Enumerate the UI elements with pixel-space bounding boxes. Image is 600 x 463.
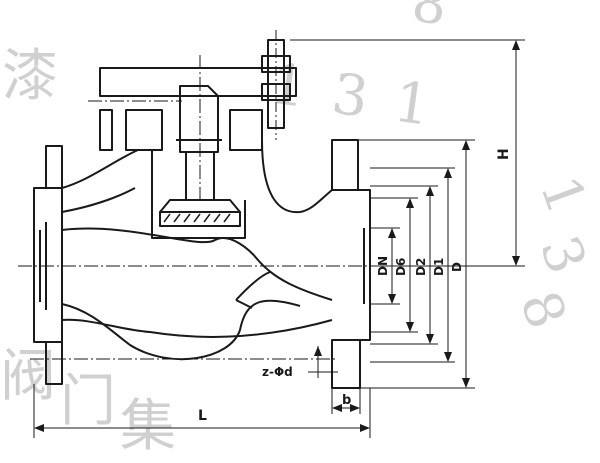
left-flange bbox=[33, 187, 63, 343]
body-cavity bbox=[151, 150, 246, 239]
watermark-digit-3: 3 bbox=[328, 61, 372, 130]
body-upper-left bbox=[61, 149, 153, 200]
flow-passage-lower bbox=[61, 299, 301, 361]
disc-hatching bbox=[163, 213, 231, 223]
label-d1: D1 bbox=[432, 258, 446, 276]
body-upper-left-inner bbox=[61, 187, 136, 213]
seat-rib bbox=[235, 271, 271, 301]
body-lower bbox=[61, 318, 333, 338]
label-dn: DN bbox=[376, 256, 390, 276]
left-flange-bottom bbox=[45, 341, 63, 385]
right-flange-top bbox=[331, 139, 359, 191]
bonnet-nut-mid bbox=[261, 83, 291, 101]
watermark-digit-6: 3 bbox=[528, 228, 599, 282]
bonnet-nut-top bbox=[261, 55, 291, 73]
bonnet-bolt bbox=[267, 39, 285, 129]
watermark-digit-5: 1 bbox=[528, 168, 599, 222]
bonnet-top bbox=[99, 67, 297, 97]
label-d2: D2 bbox=[414, 258, 428, 276]
watermark-digit-2: 1 bbox=[266, 51, 310, 120]
flow-passage-upper bbox=[61, 227, 333, 301]
watermark-char-1: 漆 bbox=[2, 44, 58, 109]
label-b: b bbox=[342, 393, 351, 408]
disc-top bbox=[159, 199, 241, 213]
watermark-digit-7: 8 bbox=[508, 283, 579, 337]
label-d6: D6 bbox=[394, 258, 408, 276]
bonnet-left-block bbox=[125, 109, 163, 151]
watermark-digit-1: 8 bbox=[408, 0, 451, 38]
watermark-digit-4: 1 bbox=[390, 69, 434, 138]
label-d: D bbox=[450, 262, 464, 272]
right-flange-bottom bbox=[331, 339, 361, 389]
body-upper-right bbox=[261, 139, 333, 214]
watermark-char-3: 门 bbox=[60, 369, 116, 434]
label-l: L bbox=[198, 408, 207, 424]
arrowheads bbox=[34, 40, 520, 432]
left-flange-top bbox=[45, 145, 63, 189]
right-flange bbox=[358, 189, 371, 341]
valve-body bbox=[33, 30, 371, 389]
bonnet-right-block bbox=[229, 109, 263, 151]
label-bolt-holes: z-Φd bbox=[262, 365, 293, 379]
seat-rib-end bbox=[235, 299, 253, 309]
watermark-char-4: 集 bbox=[120, 394, 176, 459]
bonnet-left-ear bbox=[99, 109, 113, 151]
label-h: H bbox=[496, 148, 512, 160]
watermark-char-2: 阀 bbox=[0, 344, 56, 409]
